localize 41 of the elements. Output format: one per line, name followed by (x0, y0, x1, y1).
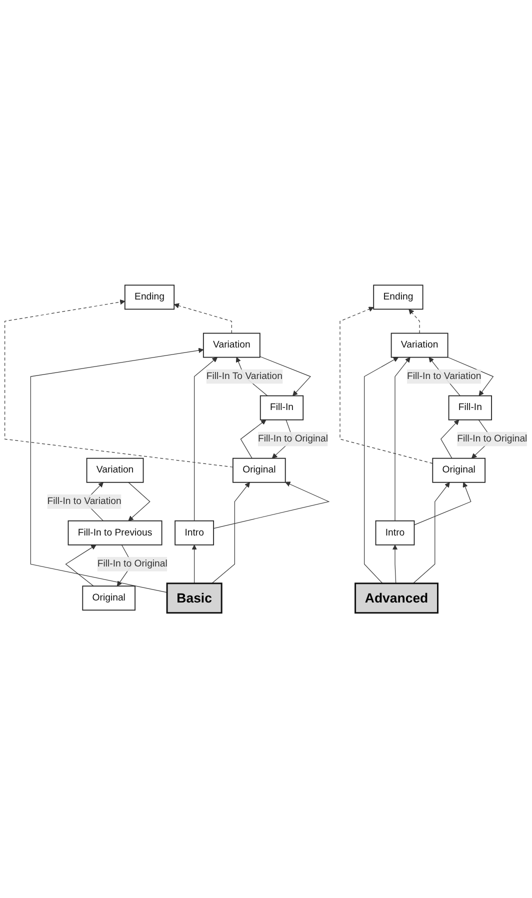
node-box: Variation (390, 332, 448, 358)
node-box: Ending (373, 284, 424, 310)
arrow (240, 420, 266, 459)
arrow (194, 357, 218, 522)
node-box: Intro (174, 520, 214, 546)
edge-label: Fill-In to Variation (47, 496, 122, 506)
arrow (412, 482, 450, 584)
arrow (128, 482, 150, 522)
node-box: Fill-In (260, 395, 304, 420)
arrow (414, 482, 472, 526)
edge-label: Fill-In to Original (457, 434, 528, 444)
arrow (212, 482, 250, 584)
arrow (4, 299, 234, 468)
node-box: Original (432, 458, 486, 483)
arrow (394, 357, 410, 522)
arrow (440, 420, 460, 459)
arrow (408, 308, 420, 334)
arrow (340, 306, 433, 464)
edge-label: Fill-In to Variation (407, 371, 482, 382)
edge-label: Fill-In to Original (258, 434, 328, 444)
arrow (30, 348, 204, 593)
node-box: Variation (86, 458, 144, 483)
arrow (364, 357, 399, 584)
arrow (260, 356, 311, 396)
node-box: Variation (202, 332, 260, 358)
node-box: Original (232, 458, 286, 483)
node-box: Basic (166, 582, 222, 614)
node-box: Original (82, 586, 136, 611)
arrow (392, 544, 398, 584)
node-box: Ending (124, 284, 175, 310)
arrow (192, 544, 197, 584)
arrow (448, 356, 494, 396)
edge-label: Fill-In To Variation (206, 371, 282, 382)
arrow (174, 303, 232, 334)
arrow (65, 544, 96, 586)
node-box: Fill-In (448, 395, 492, 420)
node-box: Advanced (354, 582, 438, 614)
arrow (213, 482, 330, 529)
node-box: Fill-In to Previous (68, 520, 162, 546)
edge-label: Fill-In to Original (97, 558, 168, 569)
node-box: Intro (375, 520, 415, 546)
